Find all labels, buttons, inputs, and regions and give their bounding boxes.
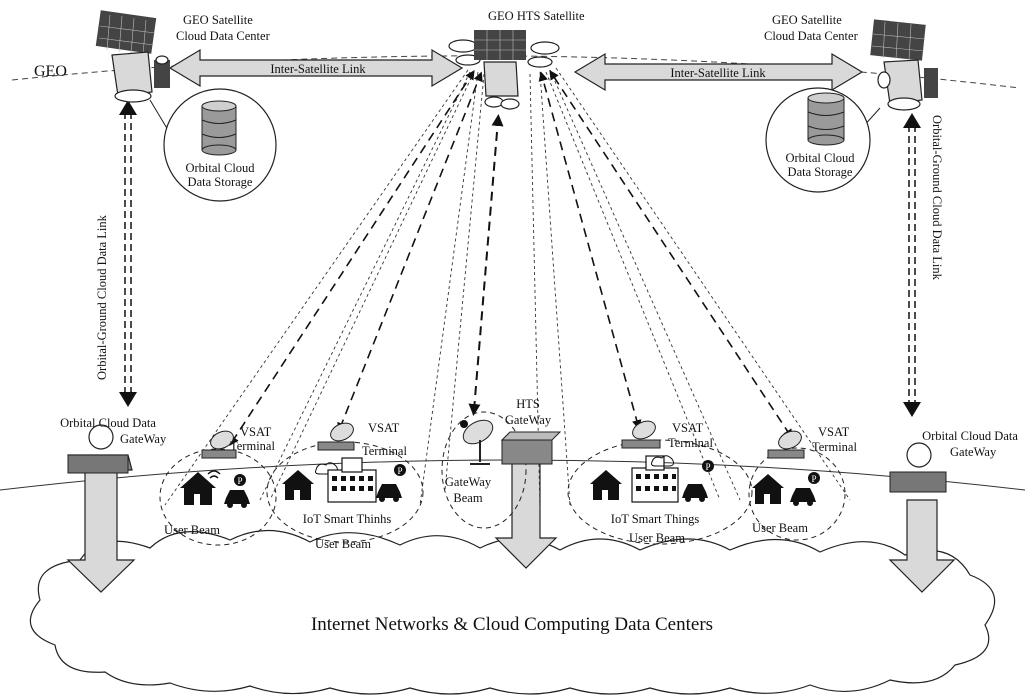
svg-text:P: P bbox=[705, 462, 710, 472]
gw-left-label-2: GateWay bbox=[120, 432, 167, 446]
isl-arrow-right bbox=[573, 52, 864, 92]
house-icon bbox=[282, 470, 314, 500]
vsat1-label-2: Terminal bbox=[230, 439, 275, 453]
user-beam-1 bbox=[159, 448, 277, 546]
gw-right-label-1: Orbital Cloud Data bbox=[922, 429, 1018, 443]
iot-beam-left bbox=[266, 441, 424, 543]
gateway-box-icon bbox=[889, 442, 947, 493]
vsat3-label-1: VSAT bbox=[672, 421, 704, 435]
wifi-icon bbox=[207, 470, 221, 479]
building-icon bbox=[327, 457, 377, 503]
gw-right-label-2: GateWay bbox=[950, 445, 997, 459]
car-icon bbox=[224, 490, 250, 508]
parking-icon: P bbox=[234, 474, 246, 486]
user-beam-1-label: User Beam bbox=[164, 523, 220, 537]
down-arrow-left bbox=[66, 469, 136, 593]
cloud-icon bbox=[315, 462, 339, 475]
internet-label: Internet Networks & Cloud Computing Data… bbox=[311, 614, 713, 635]
parking-icon: P bbox=[394, 464, 406, 476]
gateway-beam bbox=[441, 411, 527, 529]
down-arrow-right bbox=[888, 499, 956, 593]
gw-left-label-1: Orbital Cloud Data bbox=[60, 416, 156, 430]
isl-left-label: Inter-Satellite Link bbox=[270, 62, 366, 76]
right-sat-label-2: Cloud Data Center bbox=[764, 29, 859, 43]
left-sat-label-2: Cloud Data Center bbox=[176, 29, 271, 43]
left-sat-label-1: GEO Satellite bbox=[183, 13, 253, 27]
vsat3-label-2: Terminal bbox=[668, 436, 713, 450]
gateway-box-icon bbox=[500, 431, 562, 465]
parking-icon: P bbox=[808, 472, 820, 484]
isl-arrow-left bbox=[168, 48, 464, 88]
right-sat-label-1: GEO Satellite bbox=[772, 13, 842, 27]
satellite-icon bbox=[448, 30, 560, 110]
gateway-beam-label-2: Beam bbox=[453, 491, 482, 505]
svg-text:P: P bbox=[237, 476, 242, 486]
down-arrow-center bbox=[494, 459, 558, 569]
cloud-icon bbox=[651, 455, 675, 467]
storage-left-label-2: Data Storage bbox=[188, 175, 253, 189]
satellite-icon bbox=[95, 10, 170, 103]
vsat4-label-2: Terminal bbox=[812, 440, 857, 454]
hts-gw-label-2: GateWay bbox=[505, 413, 552, 427]
dish-icon bbox=[317, 422, 355, 451]
dish-icon bbox=[767, 430, 805, 459]
satellite-icon bbox=[870, 19, 938, 111]
house-icon bbox=[180, 472, 216, 505]
geo-label: GEO bbox=[34, 63, 67, 80]
car-icon bbox=[790, 488, 816, 506]
storage-right-label-1: Orbital Cloud bbox=[785, 151, 855, 165]
iot-left-label-1: IoT Smart Thinhs bbox=[303, 512, 392, 526]
vsat2-label-1: VSAT bbox=[368, 421, 400, 435]
terminal-links bbox=[229, 69, 793, 447]
orbital-ground-link-right bbox=[903, 113, 921, 417]
orbital-ground-link-left bbox=[119, 100, 137, 407]
database-icon bbox=[201, 100, 237, 156]
database-icon bbox=[807, 92, 845, 146]
gateway-box-icon bbox=[67, 424, 133, 474]
parking-icon: P bbox=[702, 460, 714, 472]
user-beam-4-label: User Beam bbox=[752, 521, 808, 535]
iot-left-label-2: User Beam bbox=[315, 537, 371, 551]
dish-icon bbox=[460, 419, 494, 465]
iot-right-label-1: IoT Smart Things bbox=[611, 512, 700, 526]
house-icon bbox=[752, 474, 784, 504]
dish-icon bbox=[201, 430, 237, 459]
storage-left-label-1: Orbital Cloud bbox=[185, 161, 255, 175]
internet-cloud bbox=[29, 529, 996, 695]
svg-text:P: P bbox=[397, 466, 402, 476]
user-beam-4 bbox=[748, 447, 846, 541]
iot-right-label-2: User Beam bbox=[629, 531, 685, 545]
link-left-label: Orbital-Ground Cloud Data Link bbox=[95, 214, 109, 380]
link-right-label: Orbital-Ground Cloud Data Link bbox=[930, 115, 944, 281]
isl-right-label: Inter-Satellite Link bbox=[670, 66, 766, 80]
hts-gw-label-1: HTS bbox=[516, 397, 540, 411]
gateway-beam-label-1: GateWay bbox=[445, 475, 492, 489]
vsat4-label-1: VSAT bbox=[818, 425, 850, 439]
hts-sat-label: GEO HTS Satellite bbox=[488, 9, 585, 23]
vsat2-label-2: Terminal bbox=[362, 444, 407, 458]
svg-text:P: P bbox=[811, 474, 816, 484]
dish-icon bbox=[621, 420, 661, 449]
car-icon bbox=[376, 484, 402, 502]
vsat1-label-1: VSAT bbox=[240, 425, 272, 439]
car-icon bbox=[682, 484, 708, 502]
house-icon bbox=[590, 470, 622, 500]
storage-right-label-2: Data Storage bbox=[788, 165, 853, 179]
